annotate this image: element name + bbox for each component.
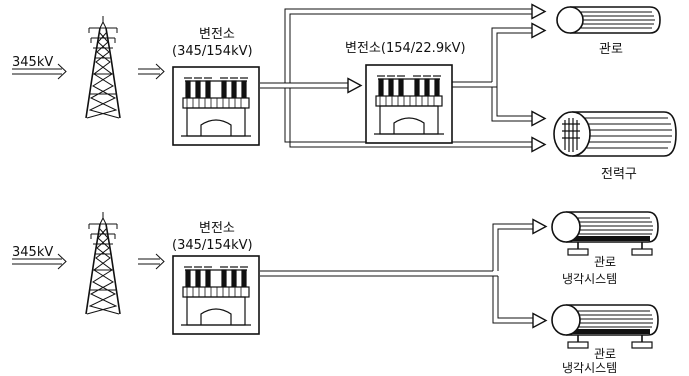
- substation-icon: [365, 64, 453, 144]
- transmission-tower-icon: [85, 211, 121, 315]
- substation2-output-lines: [452, 22, 546, 127]
- bottom-input-voltage-label: 345kV: [12, 245, 53, 260]
- substation-icon: [172, 255, 260, 335]
- bottom-conduit1-label: 관로: [594, 255, 616, 269]
- bottom-input-arrow: [12, 253, 67, 270]
- top-input-voltage-label: 345kV: [12, 55, 53, 70]
- tower-to-substation-arrow: [138, 63, 165, 80]
- top-substation2-label: 변전소(154/22.9kV): [345, 41, 466, 56]
- cable-conduit-icon: [556, 6, 661, 34]
- substation1-to-substation2-arrow: [260, 77, 362, 94]
- top-input-arrow: [12, 63, 67, 80]
- bottom-cooling2-label: 냉각시스템: [562, 361, 617, 375]
- bottom-tower-to-substation-arrow: [138, 253, 165, 270]
- transmission-tower-icon: [85, 15, 121, 119]
- bottom-substation-label: 변전소: [199, 221, 235, 236]
- cooled-conduit-icon: [551, 211, 659, 256]
- substation-icon: [172, 66, 260, 146]
- cooled-conduit-icon: [551, 304, 659, 349]
- bottom-substation-rating: (345/154kV): [172, 238, 253, 253]
- top-conduit-label: 관로: [599, 42, 623, 57]
- top-substation1-label: 변전소: [199, 27, 235, 42]
- top-tunnel-label: 전력구: [601, 167, 637, 182]
- top-substation1-rating: (345/154kV): [172, 44, 253, 59]
- power-tunnel-icon: [553, 111, 677, 157]
- bottom-cooling1-label: 냉각시스템: [562, 272, 617, 286]
- bottom-conduit2-label: 관로: [594, 347, 616, 361]
- bottom-output-lines: [260, 218, 547, 329]
- top-system: 345kV 변전소 (345/154kV): [12, 3, 677, 182]
- bottom-system: 345kV 변전소 (345/154kV) 관로 냉각시스템: [12, 211, 659, 375]
